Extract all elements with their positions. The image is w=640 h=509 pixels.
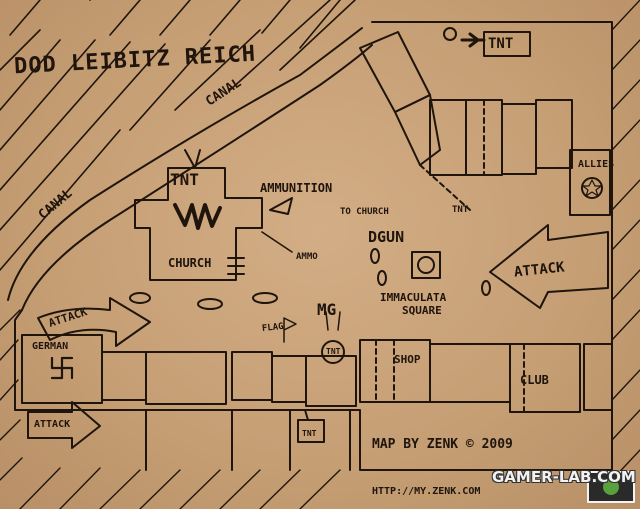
tnt-label-church: TNT (170, 170, 199, 189)
church-outline (134, 167, 263, 281)
mg-label: MG (317, 300, 337, 319)
tnt-label-bottom: TNT (302, 429, 317, 438)
map-credit: MAP BY ZENK © 2009 (372, 437, 513, 452)
tnt-label-small: TNT (452, 205, 469, 215)
church-label: CHURCH (168, 256, 212, 270)
attack-arrow-right (489, 224, 609, 309)
canal-bank-outer (7, 27, 363, 301)
watermark: GAMER-LAB.COM (492, 468, 636, 486)
map-url: HTTP://MY.ZENK.COM (372, 486, 481, 497)
attack-arrow-bottom-left (27, 401, 101, 449)
ammo-label-small: AMMO (296, 252, 318, 262)
canal-hatching (0, 0, 356, 271)
buildings-bottom (21, 334, 613, 471)
attack-label-bottom-left: ATTACK (34, 419, 71, 430)
immaculata-label: IMMACULATA (380, 291, 447, 304)
allies-label: ALLIES (578, 159, 615, 170)
tnt-label-circle: TNT (326, 347, 341, 356)
ammunition-label: AMMUNITION (260, 181, 333, 195)
tnt-label-top: TNT (488, 36, 514, 52)
to-church-label: TO CHURCH (340, 207, 389, 217)
dgun-label: DGUN (368, 228, 405, 246)
church-tnt-scribble (173, 203, 222, 230)
buildings-top-right (359, 31, 611, 216)
play-area-outline (14, 21, 613, 471)
square-label: SQUARE (402, 304, 442, 317)
german-label: GERMAN (32, 341, 69, 352)
club-label: CLUB (520, 373, 549, 387)
shop-label: SHOP (394, 353, 421, 366)
canal-bank-inner (21, 44, 373, 311)
attack-arrow-left (37, 297, 151, 347)
